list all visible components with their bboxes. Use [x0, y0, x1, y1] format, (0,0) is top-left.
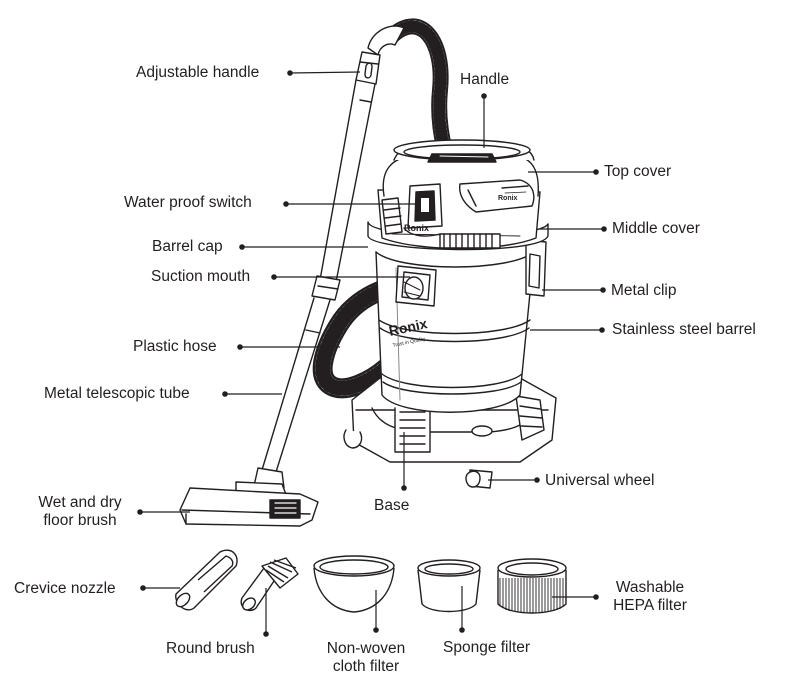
crevice-nozzle-drawing: [175, 549, 238, 611]
label-sponge-filter: Sponge filter: [443, 639, 531, 656]
telescopic-tube: [261, 25, 405, 473]
label-barrel-cap: Barrel cap: [152, 238, 223, 255]
label-wet-dry-line1: Wet and dry: [38, 494, 122, 511]
label-crevice-nozzle: Crevice nozzle: [14, 580, 116, 597]
label-middle-cover: Middle cover: [612, 220, 700, 237]
label-hepa-line1: Washable: [615, 579, 685, 596]
brand-mark-head: Ronix: [404, 223, 429, 233]
label-wet-dry-floor-brush: Wet and dry floor brush: [30, 494, 130, 530]
motor-head: [381, 139, 539, 249]
label-top-cover: Top cover: [604, 163, 672, 180]
label-metal-telescopic-tube: Metal telescopic tube: [44, 385, 190, 402]
leader-metal-telescopic-tube: [222, 391, 282, 397]
label-hepa-line2: HEPA filter: [613, 597, 687, 614]
label-plastic-hose: Plastic hose: [133, 338, 217, 355]
brand-mark-barrel: Ronix: [387, 315, 429, 339]
label-non-woven-filter: Non-woven cloth filter: [316, 640, 416, 676]
label-base: Base: [374, 497, 410, 514]
label-non-woven-line2: cloth filter: [332, 658, 400, 675]
leader-non-woven: [373, 590, 379, 633]
leader-hepa-filter: [552, 594, 599, 600]
leader-stainless-steel-barrel: [530, 327, 605, 333]
leader-plastic-hose: [237, 344, 340, 350]
leader-universal-wheel: [488, 477, 540, 483]
leader-sponge-filter: [459, 586, 465, 633]
leader-top-cover: [528, 169, 599, 175]
leader-base: [401, 432, 407, 491]
label-wet-dry-line2: floor brush: [43, 512, 117, 529]
label-non-woven-line1: Non-woven: [326, 640, 406, 657]
leader-middle-cover: [540, 226, 607, 232]
leader-round-brush: [263, 588, 269, 637]
leader-water-proof-switch: [283, 201, 420, 207]
suction-mouth: [395, 265, 437, 307]
leader-metal-clip: [542, 287, 606, 293]
label-handle: Handle: [460, 71, 510, 88]
leader-barrel-cap: [239, 244, 368, 250]
leader-crevice-nozzle: [140, 585, 180, 591]
label-metal-clip: Metal clip: [611, 282, 677, 299]
metal-clip: [525, 239, 547, 297]
hepa-filter-drawing: [497, 558, 567, 614]
leader-floor-brush: [137, 509, 190, 515]
leader-adjustable-handle: [287, 70, 361, 76]
label-hepa-filter: Washable HEPA filter: [600, 579, 700, 615]
label-adjustable-handle: Adjustable handle: [136, 64, 260, 81]
label-stainless-steel-barrel: Stainless steel barrel: [612, 321, 756, 338]
label-water-proof-switch: Water proof switch: [124, 194, 252, 211]
floor-brush: [179, 467, 319, 527]
label-universal-wheel: Universal wheel: [545, 472, 655, 489]
leader-handle: [481, 93, 487, 148]
label-round-brush: Round brush: [166, 640, 255, 657]
leader-suction-mouth: [271, 274, 410, 280]
non-woven-filter-drawing: [313, 555, 395, 613]
round-brush-drawing: [240, 557, 299, 612]
label-suction-mouth: Suction mouth: [151, 268, 251, 285]
sponge-filter-drawing: [417, 559, 481, 613]
brand-mark-cover: Ronix: [498, 195, 518, 202]
